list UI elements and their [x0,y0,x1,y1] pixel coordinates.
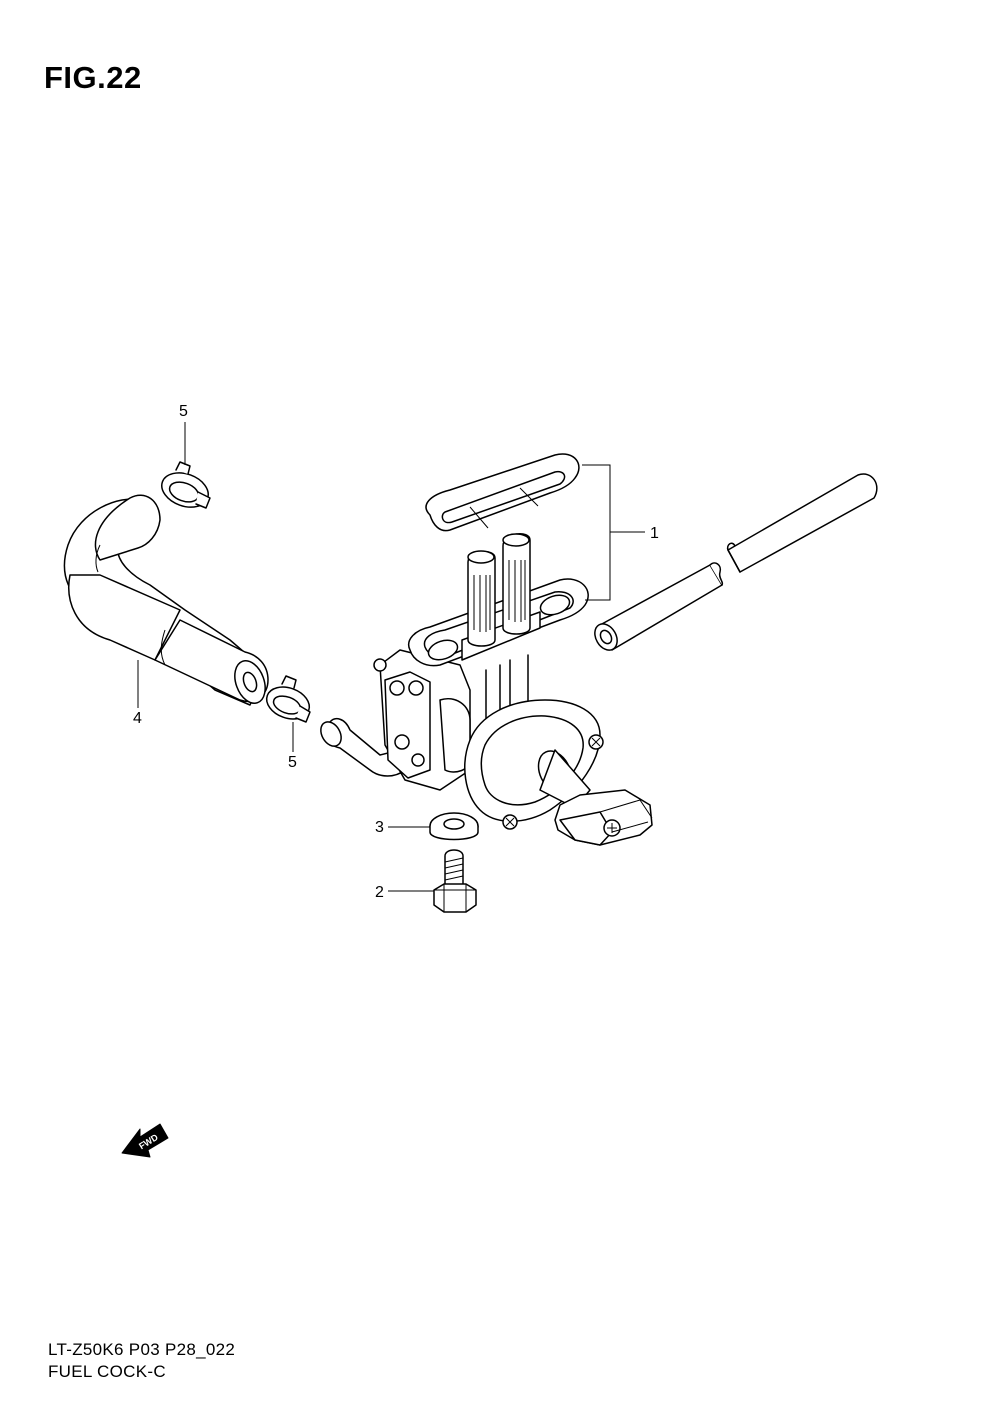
callout-part-1: 1 [650,525,659,542]
hose-clip-part-5-bottom[interactable] [262,675,314,725]
callout-part-4: 4 [133,710,142,727]
fuel-hose-part-4[interactable] [63,494,270,707]
fuel-cock-assembly-part-1[interactable] [317,453,653,846]
fwd-arrow-icon: FWD [121,1123,169,1158]
callout-part-3: 3 [375,819,384,836]
assembly-name: FUEL COCK-C [48,1362,166,1381]
model-code: LT-Z50K6 P03 P28_022 [48,1340,236,1359]
hose-clip-part-5-top[interactable] [157,461,213,513]
bolt-part-2[interactable] [433,849,477,913]
callout-part-2: 2 [375,884,384,901]
callout-part-5-top: 5 [179,403,188,420]
fuel-hose-right[interactable] [590,473,878,654]
callout-part-5-bottom: 5 [288,754,297,771]
leader-lines [137,422,645,892]
figure-title: FIG.22 [44,60,142,95]
washer-part-3[interactable] [429,812,479,841]
